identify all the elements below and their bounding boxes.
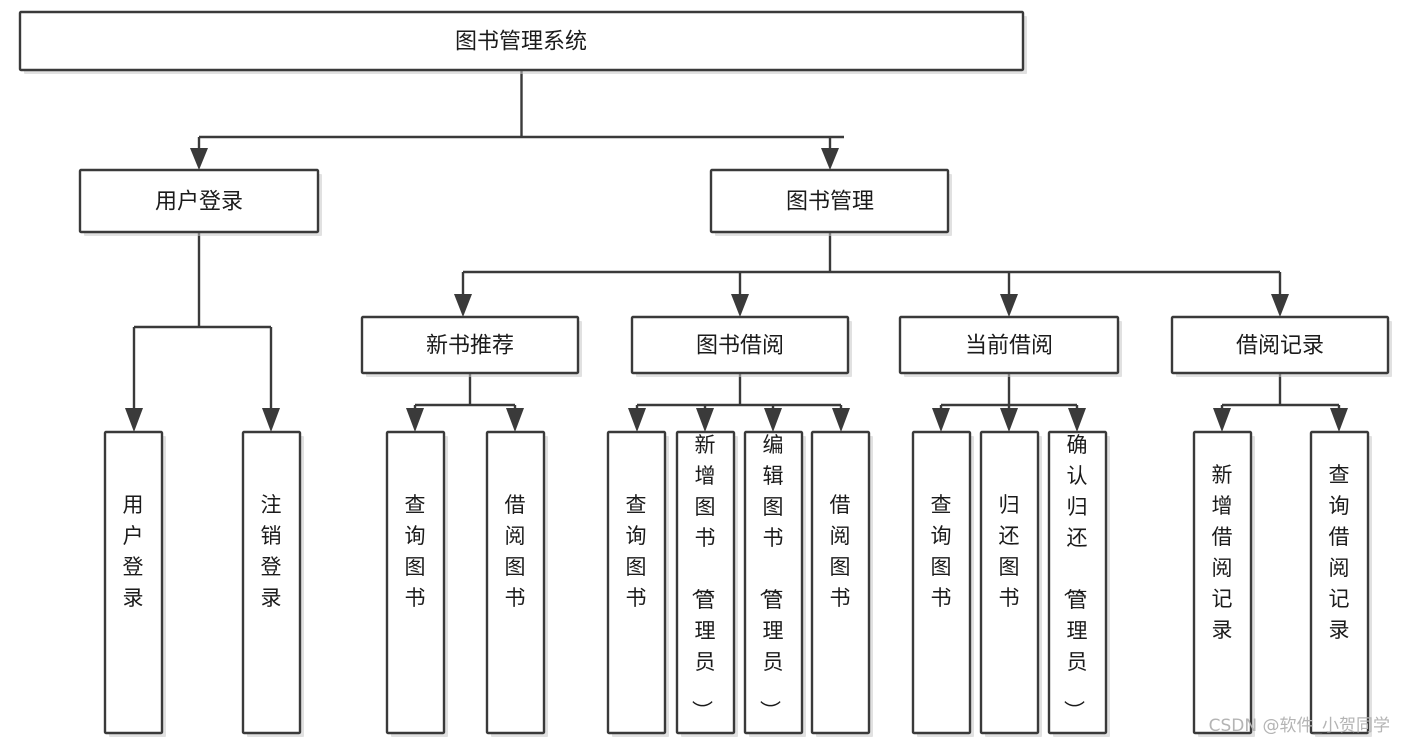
leaf-add-record[interactable]: 新增借阅记录 bbox=[1192, 430, 1255, 737]
leaf-borrow-book-1-label: 借阅图书 bbox=[505, 493, 526, 610]
arrow-icon-to-book-manage bbox=[821, 148, 839, 170]
leaf-add-record-label: 新增借阅记录 bbox=[1212, 463, 1233, 642]
leaf-query-book-1-label: 查询图书 bbox=[405, 493, 426, 610]
node-borrow-record[interactable]: 借阅记录 bbox=[1170, 315, 1392, 377]
leaf-query-book-2-box[interactable] bbox=[606, 430, 667, 735]
node-new-book-recommend[interactable]: 新书推荐 bbox=[360, 315, 582, 377]
leaf-return-book[interactable]: 归还图书 bbox=[979, 430, 1042, 737]
node-root-label: 图书管理系统 bbox=[455, 30, 587, 55]
node-book-manage-box[interactable] bbox=[709, 168, 950, 234]
leaf-confirm-return[interactable]: 确认归还（管理员） bbox=[1047, 430, 1110, 737]
leaf-confirm-return-box[interactable] bbox=[1047, 430, 1108, 735]
csdn-watermark: CSDN @软件_小贺同学 bbox=[1209, 716, 1390, 736]
leaf-query-book-1[interactable]: 查询图书 bbox=[385, 430, 448, 737]
arrow-icon-leaf-query-book-1 bbox=[406, 408, 424, 432]
node-root[interactable]: 图书管理系统 bbox=[18, 10, 1027, 74]
arrow-icon-leaf-edit-book bbox=[764, 408, 782, 432]
arrow-icon-to-user-login bbox=[190, 148, 208, 170]
node-borrow-record-label: 借阅记录 bbox=[1236, 334, 1324, 359]
leaf-query-book-2[interactable]: 查询图书 bbox=[606, 430, 669, 737]
leaf-borrow-book-2-label: 借阅图书 bbox=[830, 493, 851, 610]
leaf-edit-book-label: 编辑图书（管理员） bbox=[758, 433, 784, 721]
arrow-icon-leaf-borrow-book-1 bbox=[506, 408, 524, 432]
leaf-borrow-book-1-box[interactable] bbox=[485, 430, 546, 735]
leaf-query-book-3[interactable]: 查询图书 bbox=[911, 430, 974, 737]
leaf-query-record[interactable]: 查询借阅记录 bbox=[1309, 430, 1372, 737]
leaf-add-record-box[interactable] bbox=[1192, 430, 1253, 735]
leaf-query-book-1-box[interactable] bbox=[385, 430, 446, 735]
leaf-edit-book-box[interactable] bbox=[743, 430, 804, 735]
leaf-query-book-3-box[interactable] bbox=[911, 430, 972, 735]
arrow-icon-leaf-query-record bbox=[1330, 408, 1348, 432]
leaf-borrow-book-2[interactable]: 借阅图书 bbox=[810, 430, 873, 737]
leaf-query-book-3-label: 查询图书 bbox=[931, 493, 952, 610]
leaf-add-book[interactable]: 新增图书（管理员） bbox=[675, 430, 738, 737]
leaf-add-book-box[interactable] bbox=[675, 430, 736, 735]
leaf-logout-label: 注销登录 bbox=[261, 493, 282, 610]
arrow-icon-to-current-borrow bbox=[1000, 294, 1018, 317]
leaf-query-record-box[interactable] bbox=[1309, 430, 1370, 735]
arrow-icon-to-new-book-recommend bbox=[454, 294, 472, 317]
leaf-return-book-label: 归还图书 bbox=[999, 493, 1020, 610]
node-user-login-label: 用户登录 bbox=[155, 190, 243, 215]
node-new-book-recommend-label: 新书推荐 bbox=[426, 334, 514, 359]
arrow-icon-leaf-return-book bbox=[1000, 408, 1018, 432]
leaf-return-book-box[interactable] bbox=[979, 430, 1040, 735]
node-book-borrow-label: 图书借阅 bbox=[696, 334, 784, 359]
node-book-borrow-box[interactable] bbox=[630, 315, 850, 375]
leaf-borrow-book-2-box[interactable] bbox=[810, 430, 871, 735]
node-borrow-record-box[interactable] bbox=[1170, 315, 1390, 375]
leaf-confirm-return-label: 确认归还（管理员） bbox=[1062, 433, 1088, 721]
leaf-user-login-box[interactable] bbox=[103, 430, 164, 735]
node-current-borrow-box[interactable] bbox=[898, 315, 1120, 375]
arrow-icon-leaf-user-login bbox=[125, 408, 143, 432]
node-user-login-box[interactable] bbox=[78, 168, 320, 234]
arrow-icon-leaf-add-book bbox=[696, 408, 714, 432]
leaf-query-book-2-label: 查询图书 bbox=[626, 493, 647, 610]
node-root-box[interactable] bbox=[18, 10, 1025, 72]
leaf-user-login[interactable]: 用户登录 bbox=[103, 430, 166, 737]
node-book-manage-label: 图书管理 bbox=[786, 190, 874, 215]
leaf-add-book-label: 新增图书（管理员） bbox=[690, 433, 716, 721]
leaf-logout[interactable]: 注销登录 bbox=[241, 430, 304, 737]
arrow-icon-leaf-query-book-2 bbox=[628, 408, 646, 432]
leaf-query-record-label: 查询借阅记录 bbox=[1329, 463, 1350, 642]
node-current-borrow[interactable]: 当前借阅 bbox=[898, 315, 1122, 377]
node-book-borrow[interactable]: 图书借阅 bbox=[630, 315, 852, 377]
node-book-manage[interactable]: 图书管理 bbox=[709, 168, 952, 236]
arrow-icon-leaf-borrow-book-2 bbox=[832, 408, 850, 432]
node-new-book-recommend-box[interactable] bbox=[360, 315, 580, 375]
connector-layer bbox=[125, 70, 1348, 432]
arrow-icon-to-book-borrow bbox=[731, 294, 749, 317]
arrow-icon-to-borrow-record bbox=[1271, 294, 1289, 317]
node-current-borrow-label: 当前借阅 bbox=[965, 334, 1053, 359]
node-user-login[interactable]: 用户登录 bbox=[78, 168, 322, 236]
arrow-icon-leaf-logout bbox=[262, 408, 280, 432]
leaf-edit-book[interactable]: 编辑图书（管理员） bbox=[743, 430, 806, 737]
leaf-borrow-book-1[interactable]: 借阅图书 bbox=[485, 430, 548, 737]
arrow-icon-leaf-add-record bbox=[1213, 408, 1231, 432]
arrow-icon-leaf-confirm-return bbox=[1068, 408, 1086, 432]
leaf-user-login-label: 用户登录 bbox=[123, 493, 144, 610]
arrow-icon-leaf-query-book-3 bbox=[932, 408, 950, 432]
leaf-logout-box[interactable] bbox=[241, 430, 302, 735]
